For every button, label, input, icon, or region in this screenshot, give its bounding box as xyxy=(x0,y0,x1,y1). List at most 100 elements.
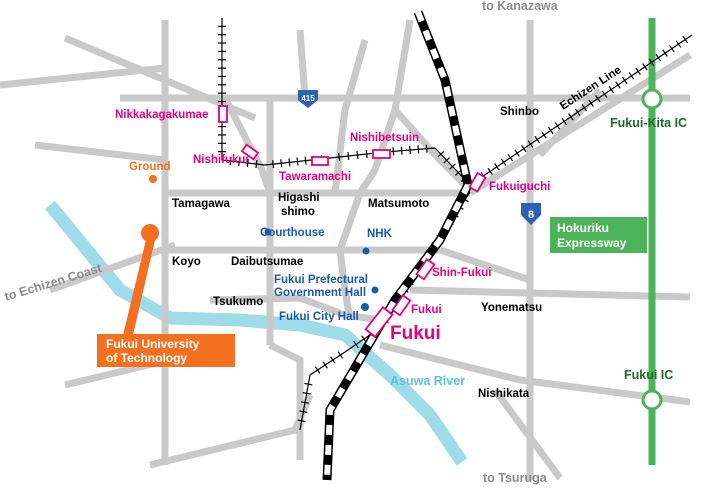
ground-dot xyxy=(149,175,157,183)
nikkakagakumae-label: Nikkakagakumae xyxy=(115,109,208,121)
route-8-number: 8 xyxy=(528,209,534,221)
station-markers xyxy=(218,105,487,338)
rail-tie xyxy=(353,340,359,349)
tamagawa-label: Tamagawa xyxy=(172,198,231,210)
university-dot xyxy=(141,224,159,242)
rail-tie xyxy=(581,104,588,112)
nikkakagakumae-station-marker xyxy=(218,105,228,123)
rail-tie xyxy=(521,144,527,153)
rail-tie xyxy=(255,159,258,169)
rail-tie xyxy=(642,63,648,71)
rail-tie xyxy=(608,85,615,94)
daibutsumae-label: Daibutsumae xyxy=(231,256,303,268)
rail-tie xyxy=(409,145,411,155)
rail-tie xyxy=(675,40,682,48)
tawaramachi-station-marker xyxy=(311,156,329,166)
pref-hall-label-1: Fukui Prefectural xyxy=(274,274,368,286)
rail-tie xyxy=(568,113,574,121)
rail-tie xyxy=(595,94,601,103)
rail-tie xyxy=(304,156,307,165)
rail-tie xyxy=(561,117,567,126)
rail-tie xyxy=(628,72,635,80)
asuwa-river-label: Asuwa River xyxy=(390,374,465,388)
rail-tie xyxy=(615,81,621,89)
rail-tie xyxy=(669,44,675,53)
fukuiguchi-label: Fukuiguchi xyxy=(489,181,550,193)
rail-tie xyxy=(314,366,321,374)
nishibetsuin-label: Nishibetsuin xyxy=(350,132,419,144)
rail-tie xyxy=(302,392,311,395)
fukui-ic-marker xyxy=(641,389,663,411)
pref-hall-label-2: Government Hall xyxy=(274,287,366,299)
expressway-name-line2: Expressway xyxy=(557,236,627,250)
shin-fukui-label: Shin-Fukui xyxy=(432,267,491,279)
university-name-line1: Fukui University xyxy=(106,337,200,351)
expressway-label-box xyxy=(550,217,647,253)
rail-tie xyxy=(238,157,241,167)
rail-tie xyxy=(296,157,299,166)
pref-hall-dot xyxy=(371,286,379,294)
jr-main-line xyxy=(322,10,473,481)
tawaramachi-label: Tawaramachi xyxy=(279,171,351,183)
rail-tie xyxy=(621,76,628,85)
higashi-shimo-label-1: Higashi xyxy=(278,192,320,204)
courthouse-label: Courthouse xyxy=(260,227,325,239)
city-hall-label: Fukui City Hall xyxy=(279,311,359,323)
nishikata-label: Nishikata xyxy=(478,388,530,400)
shinbo-label: Shinbo xyxy=(500,106,539,118)
matsumoto-label: Matsumoto xyxy=(368,198,429,210)
hokuriku-expressway xyxy=(641,18,663,465)
rail-tie xyxy=(494,163,500,171)
expressway-name-line1: Hokuriku xyxy=(557,221,609,235)
rail-tie xyxy=(514,149,520,157)
city-hall-dot xyxy=(361,303,369,311)
rail-tie xyxy=(541,131,547,139)
rail-tie xyxy=(300,401,310,404)
tsukumo-label: Tsukumo xyxy=(213,296,263,308)
rail-tie xyxy=(246,158,249,168)
rail-tie xyxy=(648,58,655,66)
rail-tie xyxy=(417,145,420,154)
courthouse-dot xyxy=(264,228,272,236)
rail-tie xyxy=(682,35,689,44)
nhk-dot xyxy=(362,247,370,255)
rail-tie xyxy=(365,149,368,159)
rail-tie xyxy=(229,156,232,166)
rail-tie xyxy=(443,157,450,164)
fukui-main-station-marker xyxy=(364,306,394,338)
rail-tie xyxy=(500,158,507,166)
rail-tie xyxy=(272,160,275,169)
rail-tie xyxy=(288,158,291,167)
rail-tie xyxy=(437,150,445,158)
rail-tie xyxy=(655,54,662,62)
rail-tie xyxy=(635,67,641,76)
nishibetsuin-station-marker xyxy=(372,149,391,159)
rail-tie xyxy=(338,152,341,162)
nishifukui-station-marker xyxy=(240,143,260,161)
university-box xyxy=(97,334,235,367)
rail-tie xyxy=(554,122,561,130)
rail-tie xyxy=(400,146,403,155)
fukui-small-station-marker xyxy=(391,294,412,317)
rail-tie xyxy=(487,167,493,176)
fukuiguchi-station-marker xyxy=(468,171,487,193)
shin-fukui-station-marker xyxy=(415,258,436,281)
rail-tie xyxy=(297,419,306,423)
rail-tie xyxy=(455,169,462,176)
fukui-kita-ic-label: Fukui-Kita IC xyxy=(610,116,687,130)
rail-tie xyxy=(299,410,308,413)
rail-tie xyxy=(280,159,283,168)
nhk-label: NHK xyxy=(367,228,393,240)
rail-tie xyxy=(322,361,328,369)
direction-south-label: to Tsuruga xyxy=(483,471,548,485)
rail-tie xyxy=(547,126,554,135)
rail-tie xyxy=(534,135,541,144)
route-8-shield: 8 xyxy=(521,203,541,225)
direction-north-label: to Kanazawa xyxy=(482,0,559,13)
fukui-kita-ic-marker xyxy=(641,88,663,110)
rail-tie xyxy=(449,163,456,170)
route-415-number: 415 xyxy=(301,94,315,103)
rail-tie xyxy=(507,154,514,162)
rail-tie xyxy=(304,382,313,386)
